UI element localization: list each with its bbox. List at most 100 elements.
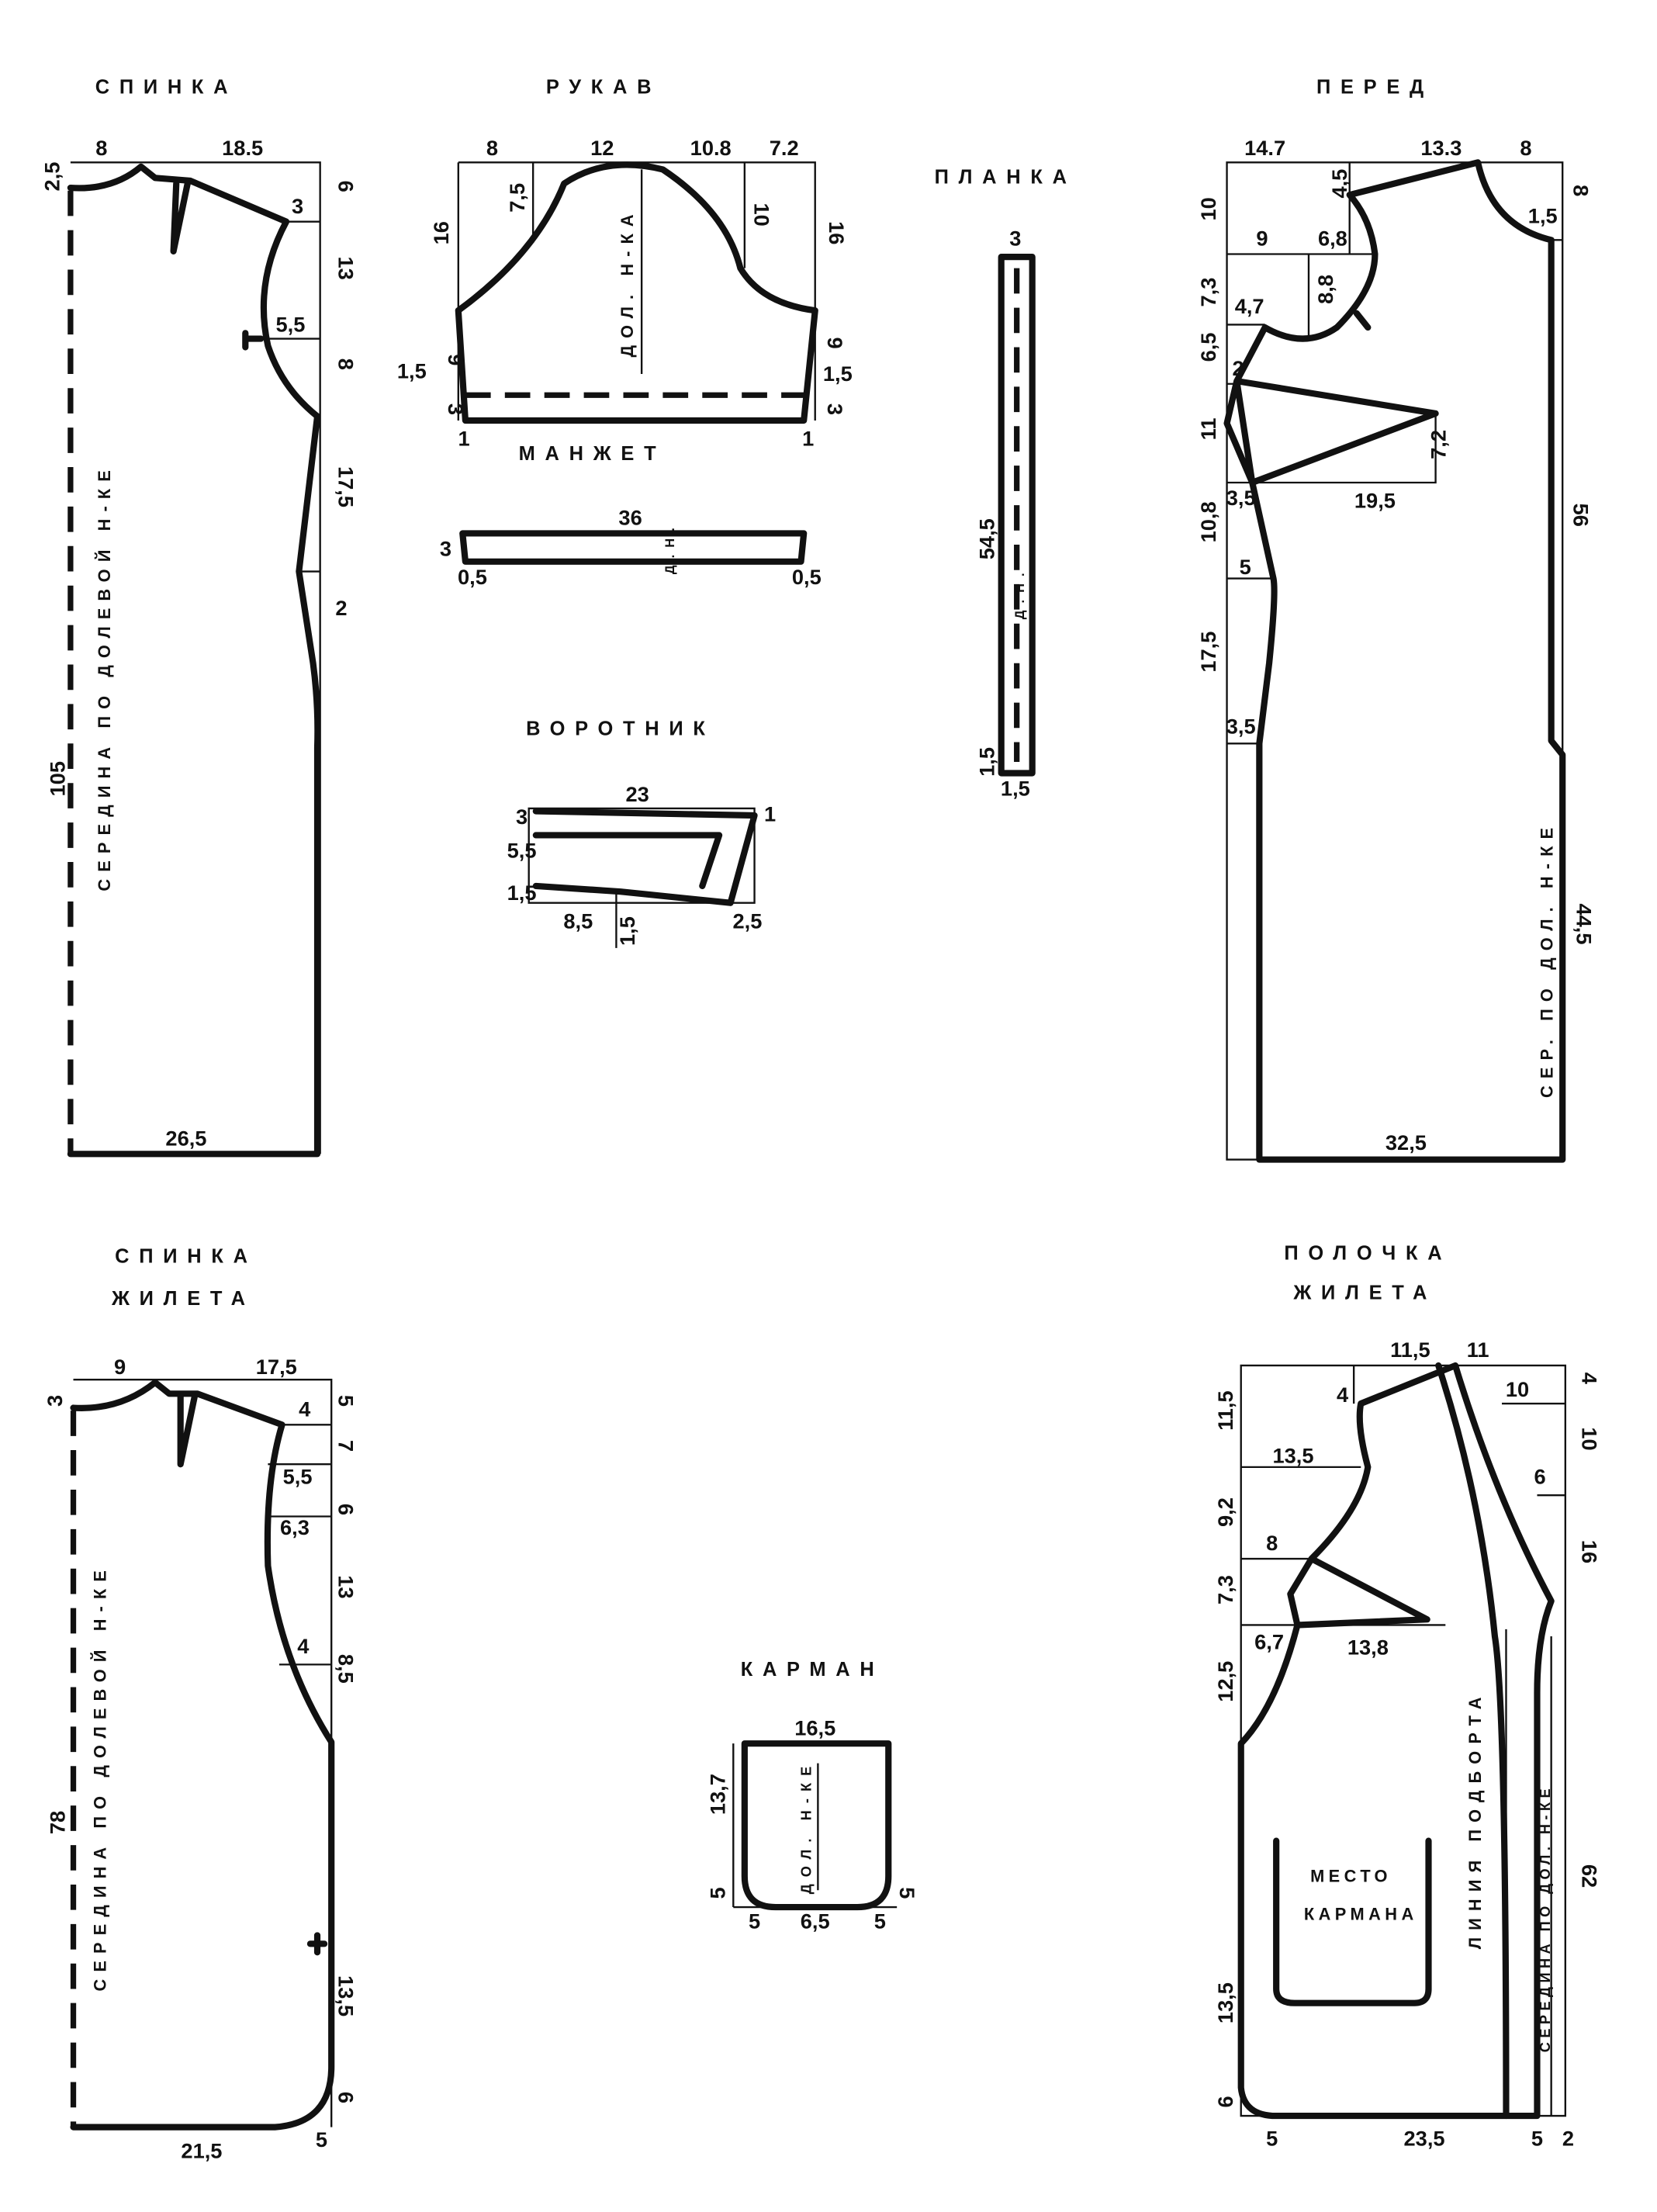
dim: 6,7 <box>1254 1629 1284 1653</box>
dim: 0,5 <box>458 565 487 589</box>
dim: 8 <box>95 136 107 160</box>
dim: 14.7 <box>1244 136 1285 160</box>
dim: 3 <box>516 805 528 829</box>
grain-label: Д.Н. <box>1013 566 1027 619</box>
dim: 13 <box>334 1575 358 1598</box>
vest-front-title: ПОЛОЧКА <box>1284 1243 1451 1265</box>
dim: 13 <box>334 257 358 280</box>
dim: 16 <box>429 221 453 244</box>
back-piece: СПИНКА 8 18.5 2,5 6 3 13 5,5 8 17,5 2 10… <box>40 76 358 1158</box>
pocket-title: КАРМАН <box>741 1659 884 1681</box>
pocket-piece: КАРМАН 16,5 13,7 5 5 6,5 5 5 ДОЛ. Н-КЕ <box>705 1659 918 1933</box>
dim: 1,5 <box>1001 777 1030 801</box>
dim: 13,5 <box>1213 1982 1237 2023</box>
dim: 0,5 <box>792 565 822 589</box>
dim: 54,5 <box>975 518 999 559</box>
vest-back-piece: СПИНКА ЖИЛЕТА 9 17,5 3 4 5 7 5,5 6,3 6 1… <box>43 1245 358 2162</box>
dim: 8 <box>1266 1531 1278 1555</box>
dim: 4 <box>1337 1383 1349 1407</box>
dim: 12 <box>590 136 614 160</box>
dim: 9 <box>444 354 468 365</box>
pocket-place-label: КАРМАНА <box>1304 1904 1418 1923</box>
dim: 3,5 <box>1226 715 1256 739</box>
placket-piece: ПЛАНКА 3 54,5 1,5 1,5 Д.Н. <box>935 167 1077 801</box>
grain-label: СЕРЕДИНА ПО ДОЛЕВОЙ Н-КЕ <box>95 463 114 891</box>
dim: 5 <box>895 1887 919 1899</box>
dim: 7,5 <box>505 183 529 213</box>
dim: 9 <box>114 1355 126 1379</box>
dim: 4 <box>299 1397 311 1421</box>
dim: 11 <box>1196 418 1220 441</box>
dim: 6 <box>334 1504 358 1515</box>
collar-title: ВОРОТНИК <box>526 718 714 739</box>
dim: 1,5 <box>397 358 427 383</box>
cuff-title: МАНЖЕТ <box>519 443 666 465</box>
dim: 62 <box>1578 1864 1602 1888</box>
dim: 1,5 <box>1528 204 1558 228</box>
dim: 5 <box>316 2127 327 2151</box>
dim: 8 <box>334 358 358 370</box>
dim: 13,8 <box>1347 1636 1389 1660</box>
dim: 6 <box>1213 2096 1237 2107</box>
dim: 1 <box>458 427 470 451</box>
dim: 5,5 <box>507 839 537 863</box>
dim: 13,7 <box>705 1774 729 1815</box>
placket-title: ПЛАНКА <box>935 167 1077 189</box>
dim: 8,5 <box>563 909 593 933</box>
dim: 21,5 <box>181 2139 222 2163</box>
dim: 23 <box>626 782 649 806</box>
dim: 7,3 <box>1196 278 1220 307</box>
dim: 13,5 <box>334 1975 358 2016</box>
dim: 5 <box>1240 555 1251 579</box>
grain-label: ДОЛ. Н-КА <box>617 207 637 357</box>
dim: 6 <box>334 2092 358 2103</box>
vest-front-title: ЖИЛЕТА <box>1292 1283 1437 1304</box>
dim: 5 <box>874 1909 886 1933</box>
dim: 3 <box>1009 227 1021 251</box>
dim: 9,2 <box>1213 1497 1237 1527</box>
collar-piece: ВОРОТНИК 23 3 5,5 1,5 8,5 1,5 2,5 1 <box>507 718 776 948</box>
dim: 56 <box>1569 504 1593 527</box>
sleeve-piece: РУКАВ 8 12 10.8 7.2 16 7,5 10 16 9 1,5 3… <box>397 76 853 589</box>
dim: 9 <box>1256 227 1268 251</box>
dim: 44,5 <box>1572 903 1596 944</box>
dim: 26,5 <box>165 1126 206 1150</box>
dim: 3 <box>43 1395 67 1407</box>
dim: 8,5 <box>334 1654 358 1684</box>
dim: 5,5 <box>283 1465 313 1489</box>
dim: 18.5 <box>222 136 263 160</box>
dim: 3,5 <box>1226 486 1256 510</box>
grain-label: ДОЛ. Н-КЕ <box>798 1760 814 1895</box>
dim: 4 <box>297 1634 310 1658</box>
dim: 1,5 <box>615 916 639 946</box>
dim: 11 <box>1467 1338 1489 1362</box>
dim: 4,7 <box>1235 294 1264 318</box>
dim: 1,5 <box>823 362 853 386</box>
front-piece: ПЕРЕД 14.7 13.3 8 10 4,5 9 6,8 1,5 8 7,3… <box>1196 76 1596 1163</box>
dim: 2,5 <box>733 909 763 933</box>
dim: 8 <box>486 136 498 160</box>
dim: 5 <box>705 1887 729 1899</box>
dim: 17,5 <box>334 466 358 507</box>
dim: 13,5 <box>1272 1443 1313 1467</box>
dim: 6,3 <box>280 1515 310 1539</box>
dim: 16 <box>825 221 849 244</box>
dim: 10.8 <box>690 136 732 160</box>
dim: 36 <box>618 506 642 530</box>
dim: 10 <box>1196 197 1220 220</box>
back-title: СПИНКА <box>95 76 238 98</box>
dim: 8,8 <box>1313 275 1337 304</box>
dim: 5 <box>334 1395 358 1407</box>
dim: 2 <box>335 596 347 620</box>
dim: 105 <box>46 761 70 796</box>
pocket-place-label: МЕСТО <box>1310 1866 1392 1885</box>
dim: 5 <box>749 1909 760 1933</box>
vest-back-title: ЖИЛЕТА <box>111 1288 255 1310</box>
dim: 10 <box>1506 1377 1529 1401</box>
dim: 1 <box>764 801 776 826</box>
grain-label: СЕРЕДИНА ПО ДОЛЕВОЙ Н-КЕ <box>90 1563 109 1991</box>
dim: 3 <box>292 194 303 218</box>
sleeve-title: РУКАВ <box>546 76 661 98</box>
dim: 13.3 <box>1420 136 1462 160</box>
